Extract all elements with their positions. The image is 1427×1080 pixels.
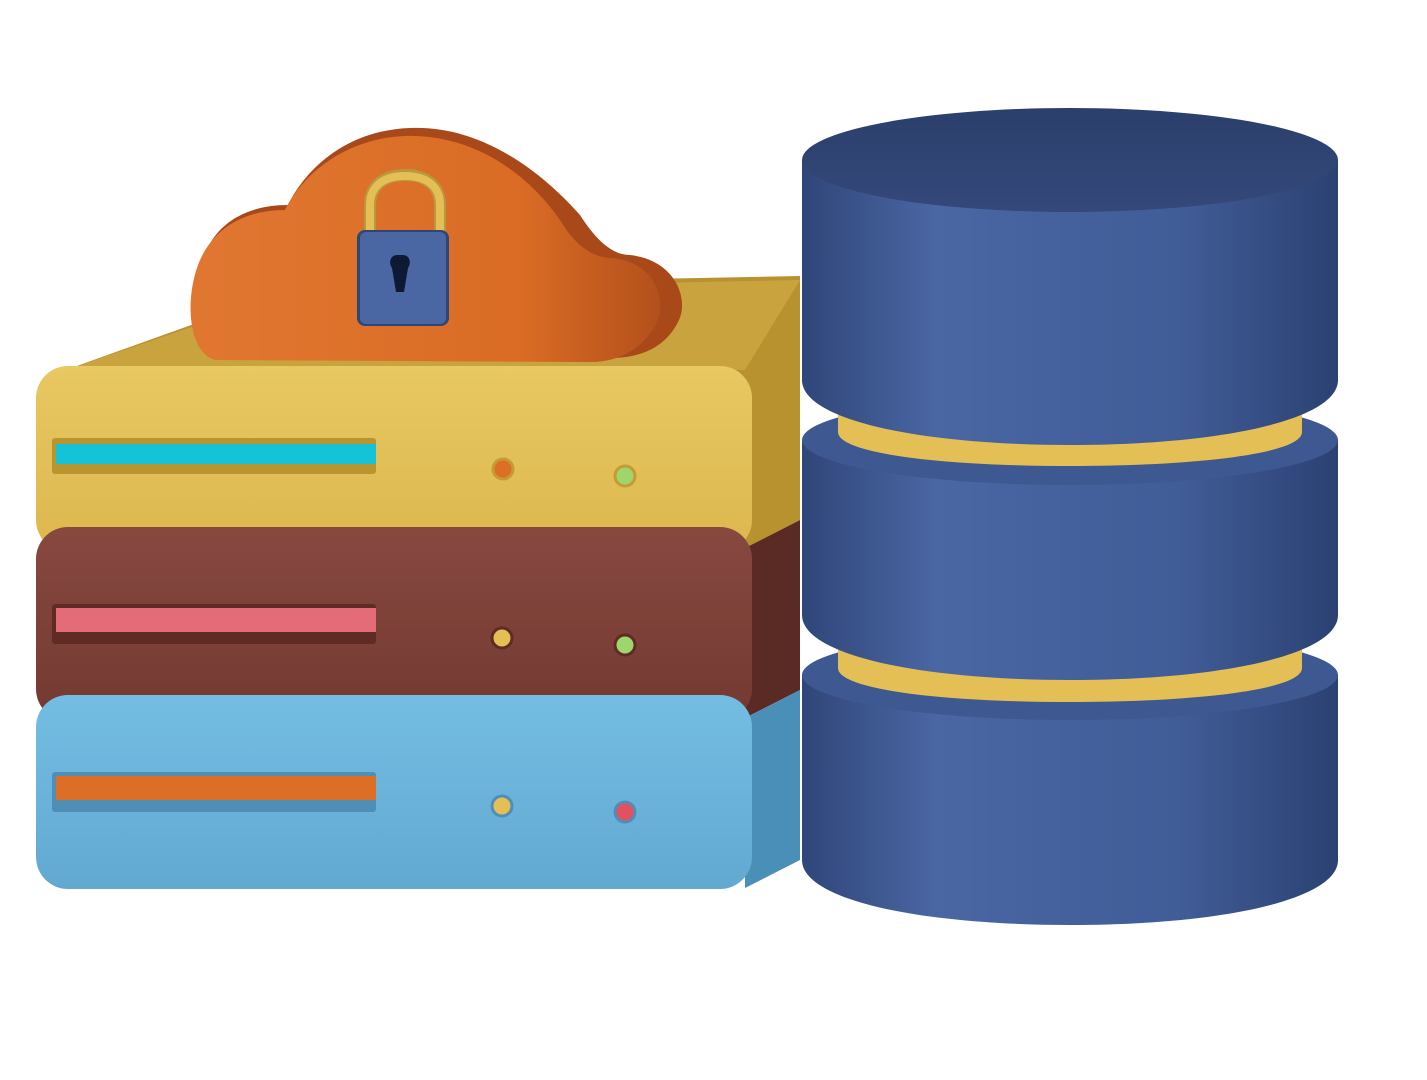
database-cylinder-icon: [802, 108, 1338, 925]
led-indicator: [613, 800, 637, 824]
led-indicator: [490, 626, 514, 650]
led-indicator: [491, 457, 515, 481]
padlock-icon: [357, 168, 449, 326]
led-indicator: [613, 633, 637, 657]
database-section-top: [802, 108, 1338, 445]
led-indicator: [490, 794, 514, 818]
server-unit-middle: [36, 520, 800, 721]
server-stack-icon: [36, 276, 800, 889]
led-indicator: [613, 464, 637, 488]
server-unit-bottom: [36, 690, 800, 889]
